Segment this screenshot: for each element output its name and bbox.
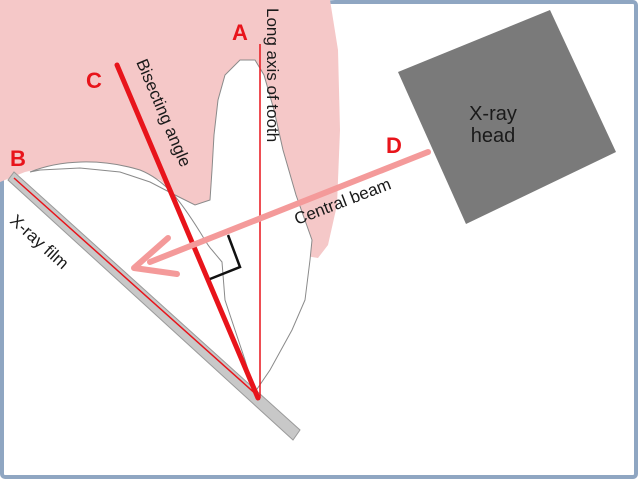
- beam-arrowhead-icon: [131, 235, 180, 277]
- bisecting-line: [114, 62, 261, 401]
- long-axis-label: Long axis of tooth: [263, 8, 282, 142]
- tooth-outline: [29, 59, 313, 394]
- point-a-label: A: [232, 20, 248, 45]
- xray-head-label-line2: head: [471, 125, 516, 147]
- right-angle-icon: [209, 234, 242, 281]
- xray-film: [7, 171, 301, 441]
- xray-head-label-line1: X-ray: [469, 103, 517, 125]
- point-c-label: C: [86, 68, 102, 93]
- point-b-label: B: [10, 146, 26, 171]
- central-beam-line: [147, 149, 431, 265]
- xray-head: [398, 10, 616, 224]
- film-plane-line: [13, 177, 259, 397]
- point-d-label: D: [386, 133, 402, 158]
